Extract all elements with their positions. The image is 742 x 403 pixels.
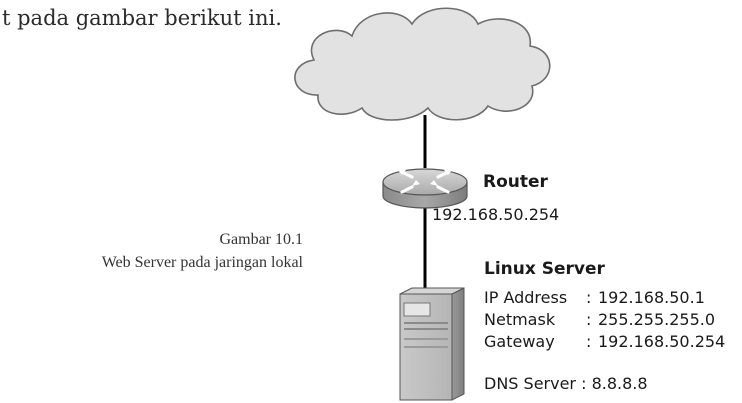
- cloud-icon: [294, 7, 551, 121]
- server-label: Linux Server: [484, 259, 605, 279]
- intro-text: t pada gambar berikut ini.: [2, 6, 282, 30]
- router-icon: [382, 168, 468, 209]
- server-gateway-row: Gateway:192.168.50.254: [484, 332, 725, 351]
- server-netmask-value: 255.255.255.0: [598, 310, 716, 329]
- server-gateway-sep: :: [586, 332, 592, 351]
- router-label: Router: [483, 172, 548, 192]
- server-netmask-key: Netmask: [484, 310, 556, 329]
- server-netmask-sep: :: [586, 310, 592, 329]
- server-ip-row: IP Address:192.168.50.1: [484, 288, 705, 307]
- server-dns: DNS Server : 8.8.8.8: [484, 374, 648, 393]
- figure-caption-title: Web Server pada jaringan lokal: [101, 254, 303, 271]
- server-netmask-row: Netmask:255.255.255.0: [484, 310, 715, 329]
- server-gateway-key: Gateway: [484, 332, 555, 351]
- server-gateway-value: 192.168.50.254: [598, 332, 726, 351]
- server-icon: [399, 287, 465, 401]
- figure-caption-number: Gambar 10.1: [219, 231, 303, 248]
- server-ip-sep: :: [586, 288, 592, 307]
- server-ip-key: IP Address: [484, 288, 568, 307]
- server-ip-value: 192.168.50.1: [598, 288, 705, 307]
- router-ip: 192.168.50.254: [432, 205, 560, 224]
